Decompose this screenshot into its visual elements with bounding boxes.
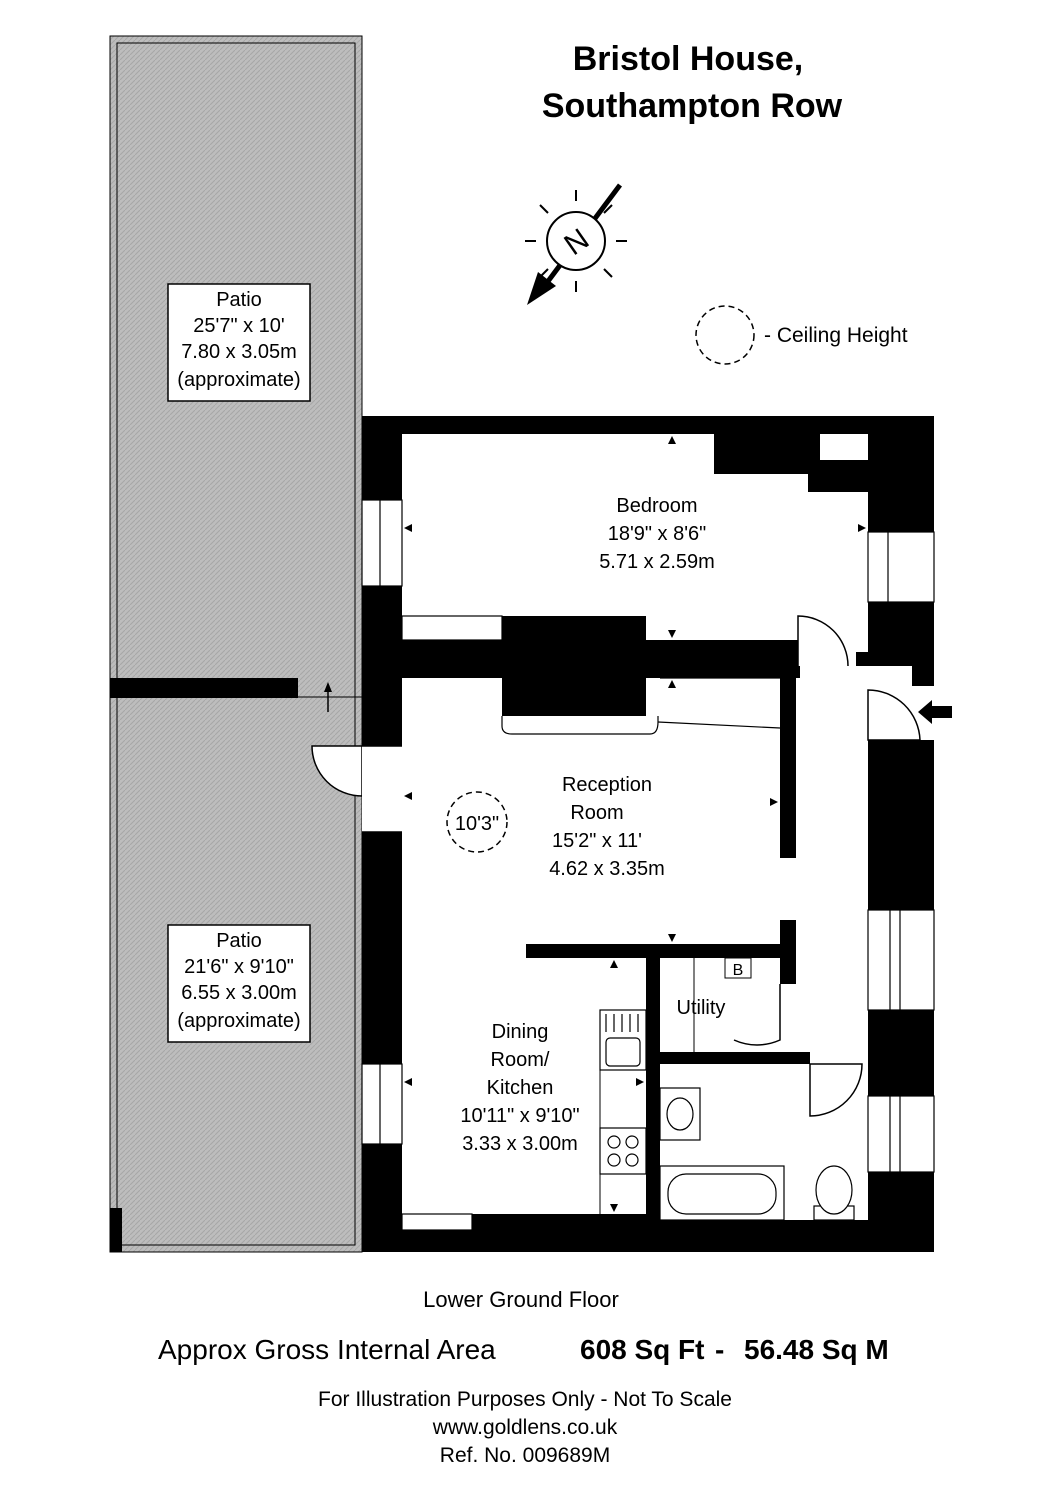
- title-line-2: Southampton Row: [542, 87, 843, 125]
- windows: [361, 499, 935, 1231]
- area-label: Approx Gross Internal Area: [158, 1334, 496, 1365]
- patio-upper-size-metric: 7.80 x 3.05m: [181, 341, 297, 363]
- dimension-ticks: [404, 436, 866, 1212]
- patio-lower-name: Patio: [216, 930, 262, 952]
- patio-upper-label: Patio 25'7" x 10' 7.80 x 3.05m (approxim…: [167, 283, 311, 402]
- title-line-1: Bristol House,: [573, 40, 803, 78]
- dining-name-line-2: Room/: [491, 1049, 550, 1071]
- boiler-label: B: [733, 962, 744, 979]
- patio-lower-size-imperial: 21'6" x 9'10": [184, 956, 294, 978]
- reference-number: Ref. No. 009689M: [440, 1444, 610, 1467]
- area-separator: -: [715, 1334, 724, 1365]
- bedroom-label: Bedroom 18'9" x 8'6" 5.71 x 2.59m: [599, 495, 715, 573]
- dining-name-line-1: Dining: [492, 1021, 549, 1043]
- floor-name: Lower Ground Floor: [423, 1287, 619, 1312]
- dining-name-line-3: Kitchen: [487, 1077, 554, 1099]
- patio-lower-note: (approximate): [177, 1010, 300, 1032]
- website: www.goldlens.co.uk: [432, 1416, 618, 1439]
- walls: [362, 416, 934, 1252]
- hob-icon: [599, 1127, 647, 1175]
- disclaimer: For Illustration Purposes Only - Not To …: [318, 1388, 732, 1411]
- patio-upper-name: Patio: [216, 289, 262, 311]
- patio-area: [109, 35, 363, 1253]
- dining-size-metric: 3.33 x 3.00m: [462, 1133, 578, 1155]
- entrance-arrow-icon: [918, 700, 952, 724]
- reception-name-line-1: Reception: [562, 774, 652, 796]
- reception-label: Reception Room 15'2" x 11' 4.62 x 3.35m: [549, 774, 665, 880]
- reception-details: [501, 677, 781, 735]
- toilet-icon: [813, 1165, 855, 1221]
- dining-label: Dining Room/ Kitchen 10'11" x 9'10" 3.33…: [460, 1021, 579, 1155]
- utility-name: Utility: [677, 997, 726, 1019]
- bedroom-size-imperial: 18'9" x 8'6": [608, 523, 707, 545]
- doors: [311, 615, 921, 1117]
- ceiling-height-legend-label: - Ceiling Height: [764, 324, 908, 347]
- area-sqft: 608 Sq Ft: [580, 1334, 704, 1365]
- patio-lower-label: Patio 21'6" x 9'10" 6.55 x 3.00m (approx…: [167, 924, 311, 1043]
- ceiling-height-legend-icon: [695, 305, 755, 365]
- ceiling-height-marker-icon: [446, 791, 508, 853]
- compass-icon: N: [525, 183, 627, 305]
- reception-name-line-2: Room: [570, 802, 623, 824]
- reception-size-metric: 4.62 x 3.35m: [549, 858, 665, 880]
- bedroom-name: Bedroom: [616, 495, 697, 517]
- patio-upper-size-imperial: 25'7" x 10': [193, 315, 284, 337]
- bathtub-icon: [659, 1165, 785, 1221]
- reception-size-imperial: 15'2" x 11': [552, 830, 642, 852]
- reception-ceiling-height: 10'3": [455, 813, 499, 835]
- kitchen-sink-icon: [599, 1009, 647, 1071]
- area-sqm: 56.48 Sq M: [744, 1334, 889, 1365]
- patio-lower-size-metric: 6.55 x 3.00m: [181, 982, 297, 1004]
- utility-details: [693, 957, 752, 1052]
- basin-icon: [659, 1087, 701, 1141]
- bedroom-size-metric: 5.71 x 2.59m: [599, 551, 715, 573]
- patio-upper-note: (approximate): [177, 369, 300, 391]
- dining-size-imperial: 10'11" x 9'10": [460, 1105, 579, 1127]
